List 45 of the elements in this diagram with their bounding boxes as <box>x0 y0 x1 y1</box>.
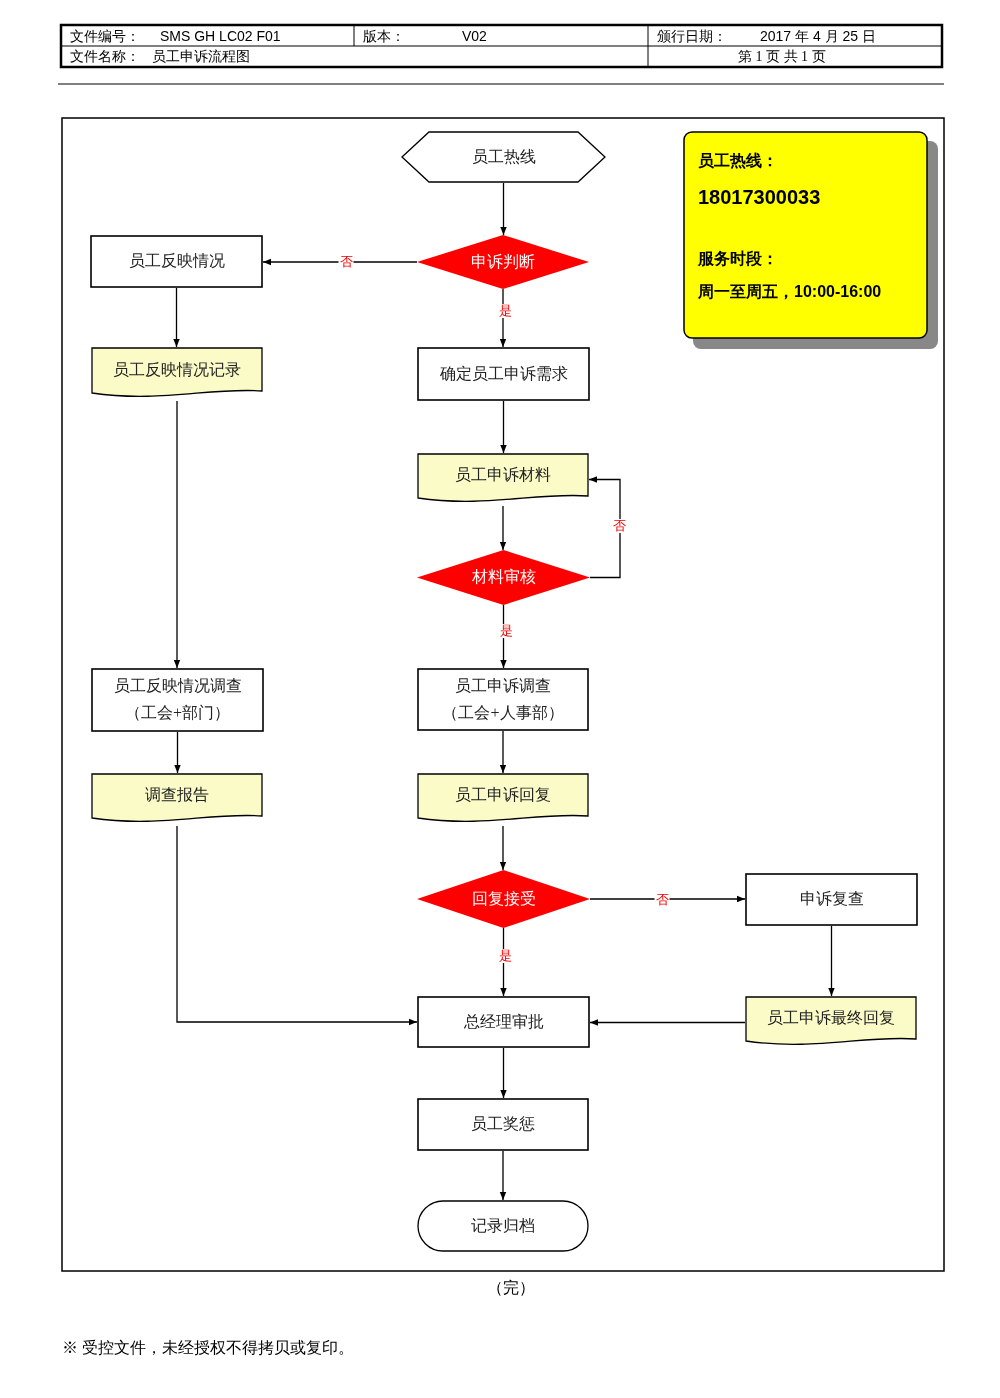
edge-label: 是 <box>497 949 513 963</box>
edge-label: 否 <box>611 519 627 533</box>
terminal-box: 记录归档 <box>417 1200 589 1252</box>
arrow <box>588 476 621 579</box>
arrow <box>589 1019 746 1026</box>
edge-label: 是 <box>497 304 513 318</box>
arrow <box>174 731 181 774</box>
process-box: 员工反映情况调查 （工会+部门） <box>91 668 264 732</box>
hexagon-box: 员工热线 <box>401 131 606 183</box>
decision-diamond: 回复接受 <box>417 870 590 928</box>
field-label: 文件编号： <box>70 28 140 46</box>
decision-diamond: 申诉判断 <box>417 235 589 289</box>
arrow <box>499 505 507 551</box>
arrow <box>828 925 835 997</box>
decision-diamond: 材料审核 <box>417 550 590 605</box>
arrow <box>500 182 507 236</box>
process-box: 申诉复查 <box>745 873 918 926</box>
arrow <box>499 730 507 774</box>
arrow <box>500 1047 507 1099</box>
arrow <box>499 825 507 871</box>
edge-label: 否 <box>654 893 670 907</box>
field-label: 颁行日期： <box>657 28 727 46</box>
arrow <box>173 400 181 669</box>
edge-label: 否 <box>338 255 354 269</box>
arrow <box>176 825 418 1026</box>
footer-note: ※ 受控文件，未经授权不得拷贝或复印。 <box>62 1338 354 1358</box>
field-label: 版本： <box>363 28 405 46</box>
process-box: 总经理审批 <box>417 996 590 1048</box>
arrow <box>500 400 507 454</box>
arrow <box>173 287 180 348</box>
field-value: V02 <box>462 28 487 44</box>
process-box: 确定员工申诉需求 <box>417 347 590 401</box>
process-box: 员工申诉调查 （工会+人事部） <box>417 668 589 731</box>
end-mark: （完） <box>487 1278 535 1298</box>
edge-label: 是 <box>498 624 514 638</box>
field-value: 员工申诉流程图 <box>152 48 250 66</box>
arrow <box>499 1150 507 1201</box>
arrow <box>262 258 418 266</box>
process-box: 员工奖惩 <box>417 1098 589 1151</box>
page-number: 第 1 页 共 1 页 <box>738 48 826 66</box>
arrow <box>589 895 746 903</box>
field-value: SMS GH LC02 F01 <box>160 28 281 44</box>
field-value: 2017 年 4 月 25 日 <box>760 28 876 46</box>
process-box: 员工反映情况 <box>90 235 263 288</box>
field-label: 文件名称： <box>70 48 140 66</box>
